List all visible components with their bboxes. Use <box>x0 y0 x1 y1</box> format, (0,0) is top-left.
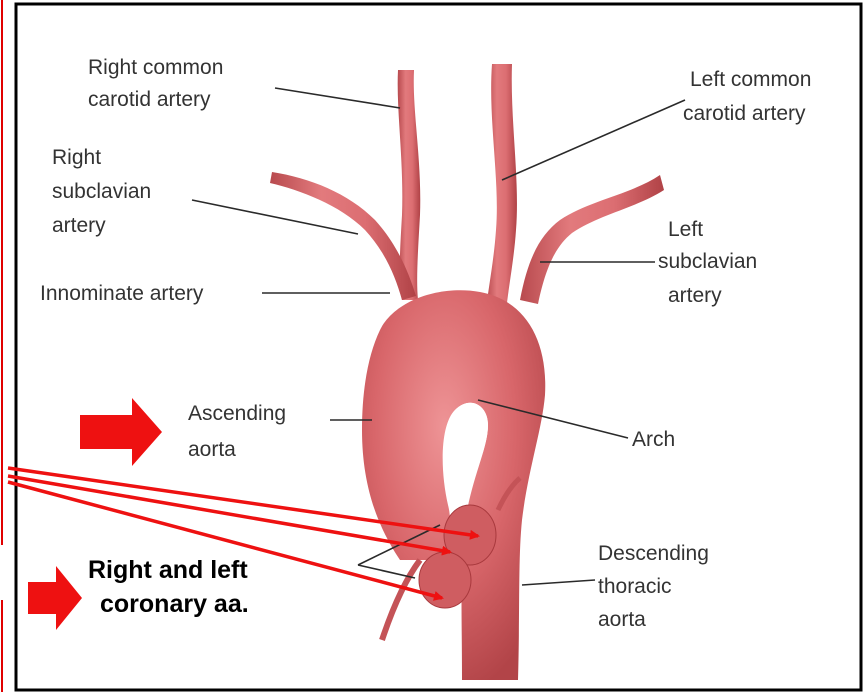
coronary-bulb-lower <box>419 552 471 608</box>
label-innominate: Innominate artery <box>40 282 204 305</box>
label-arch: Arch <box>632 428 675 451</box>
